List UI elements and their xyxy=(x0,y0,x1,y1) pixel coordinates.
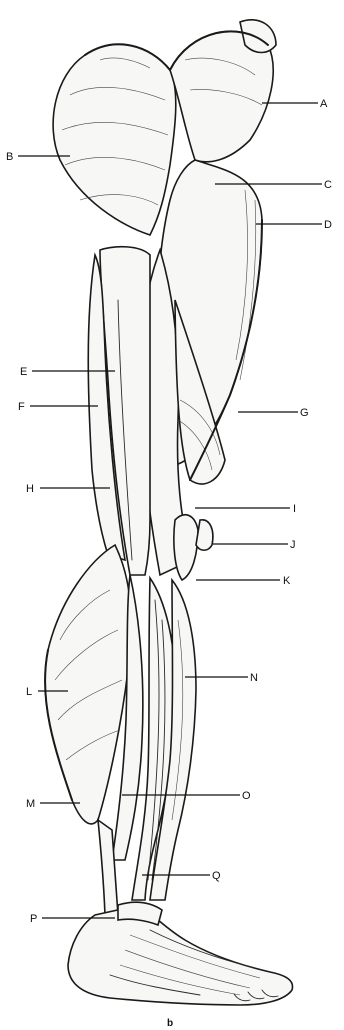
fibula-head xyxy=(196,520,213,550)
label-M: M xyxy=(26,798,35,810)
label-P: P xyxy=(30,913,37,925)
foot xyxy=(68,905,293,1005)
gluteus-maximus xyxy=(53,44,176,235)
label-L: L xyxy=(26,686,32,698)
label-N: N xyxy=(250,672,258,684)
label-A: A xyxy=(320,98,328,110)
label-J: J xyxy=(290,539,296,551)
label-Q: Q xyxy=(212,870,221,882)
label-K: K xyxy=(283,575,291,587)
label-B: B xyxy=(6,151,13,163)
label-G: G xyxy=(300,407,309,419)
label-I: I xyxy=(293,503,296,515)
gastrocnemius-lateral xyxy=(45,545,131,824)
label-O: O xyxy=(242,790,251,802)
patella-region xyxy=(174,515,198,580)
figure-caption: b xyxy=(167,1018,173,1029)
label-D: D xyxy=(324,219,332,231)
label-H: H xyxy=(26,483,34,495)
label-F: F xyxy=(18,401,25,413)
label-C: C xyxy=(324,179,332,191)
label-E: E xyxy=(20,366,27,378)
